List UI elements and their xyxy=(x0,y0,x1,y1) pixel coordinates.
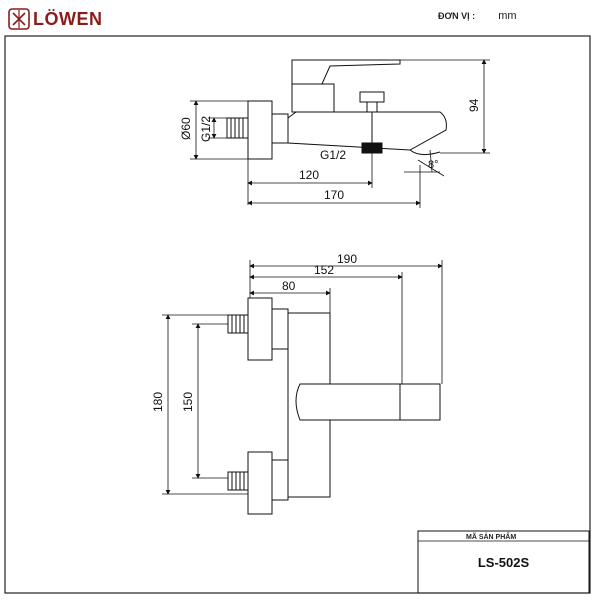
front-lower-thread xyxy=(227,471,249,491)
top-dim-120: 120 xyxy=(299,168,319,182)
brand-logo: LÖWEN xyxy=(8,8,103,30)
top-dim-angle: 8° xyxy=(428,159,439,171)
front-dim-152: 152 xyxy=(314,263,334,277)
front-view xyxy=(227,297,441,515)
product-code: LS-502S xyxy=(477,555,530,570)
top-dim-thread-left: G1/2 xyxy=(199,116,213,142)
top-diverter-cap xyxy=(359,91,385,103)
top-dim-thread-bottom: G1/2 xyxy=(320,148,346,162)
brand-emblem-icon xyxy=(8,8,30,30)
units-caption: ĐƠN VỊ : xyxy=(438,11,476,21)
top-wall-flange xyxy=(247,100,273,160)
front-upper-thread xyxy=(227,314,249,334)
top-cartridge xyxy=(291,83,335,113)
units-value: mm xyxy=(498,10,517,22)
units-label: ĐƠN VỊ : mm xyxy=(438,10,517,22)
top-nut xyxy=(271,113,289,144)
front-upper-flange xyxy=(247,297,273,361)
drawing-frame xyxy=(4,35,591,594)
front-dim-180: 180 xyxy=(151,392,165,412)
product-code-label: MÃ SẢN PHẨM xyxy=(466,534,517,541)
front-view-dimensions xyxy=(162,260,443,495)
top-dim-170: 170 xyxy=(324,188,344,202)
top-view xyxy=(226,59,447,160)
front-body xyxy=(287,312,401,498)
front-lower-flange xyxy=(247,451,273,515)
front-lower-nut xyxy=(271,459,289,501)
top-handle xyxy=(291,59,401,85)
brand-name: LÖWEN xyxy=(33,8,103,29)
front-upper-nut xyxy=(271,308,289,350)
title-block-frame xyxy=(417,530,590,594)
front-dim-150: 150 xyxy=(181,392,195,412)
front-handle xyxy=(295,383,441,421)
top-thread-connector xyxy=(226,117,249,139)
front-dim-80: 80 xyxy=(282,279,296,293)
title-block: MÃ SẢN PHẨM LS-502S xyxy=(418,531,589,594)
top-dim-height: 94 xyxy=(467,98,481,112)
top-shower-outlet xyxy=(361,142,383,154)
top-view-dimensions xyxy=(190,59,490,208)
top-dim-diameter: Ø60 xyxy=(179,117,193,140)
front-dim-190: 190 xyxy=(337,252,357,266)
top-spout-body xyxy=(287,111,447,151)
